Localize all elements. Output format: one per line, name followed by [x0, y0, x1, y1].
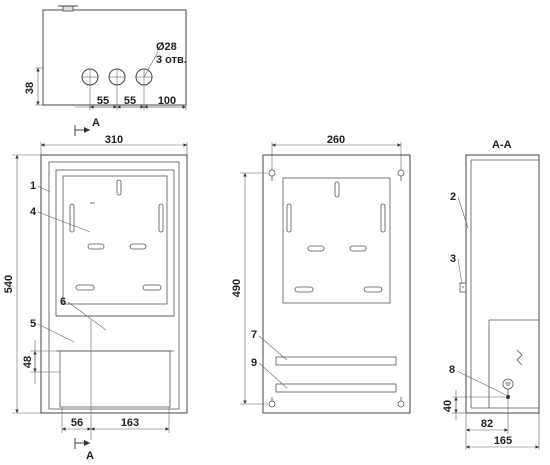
callout-7: 7	[251, 329, 257, 341]
callout-3: 3	[450, 253, 456, 265]
back-view: 260 490 7 9	[231, 134, 411, 414]
dim-165: 165	[494, 435, 512, 447]
section-body-outline	[465, 154, 540, 414]
dim-48: 48	[22, 356, 34, 368]
mounting-holes	[268, 169, 405, 408]
top-view-outline	[42, 9, 187, 106]
lower-window	[59, 350, 171, 408]
top-view: Ø28 3 отв. 38 55 55 100	[24, 5, 187, 110]
dim-100: 100	[158, 95, 176, 107]
hole-count-label: 3 отв.	[156, 54, 187, 66]
dim-56: 56	[71, 417, 83, 429]
hole-diameter-label: Ø28	[156, 41, 177, 53]
callout-6: 6	[60, 296, 66, 308]
section-mark-top: A	[92, 117, 100, 129]
dim-55-a: 55	[97, 95, 109, 107]
front-body-outline	[40, 154, 188, 414]
dim-260: 260	[327, 134, 345, 146]
back-body-outline	[262, 154, 411, 414]
dim-310: 310	[105, 134, 123, 146]
section-mark-bottom: A	[86, 450, 94, 462]
meter-panel	[62, 175, 168, 305]
callout-4: 4	[30, 206, 37, 218]
section-view: А-А 2 3 8 40 82	[442, 139, 540, 450]
dim-40: 40	[442, 400, 454, 412]
back-plate	[282, 177, 391, 304]
hole-leader	[143, 51, 159, 78]
dim-38: 38	[24, 82, 36, 94]
din-rail-7	[275, 356, 397, 366]
callout-9: 9	[251, 357, 257, 369]
dim-490: 490	[231, 279, 243, 297]
dim-163: 163	[121, 417, 139, 429]
front-view: A 310 540 48	[3, 117, 188, 462]
ground-terminal	[502, 378, 514, 390]
dim-82: 82	[481, 418, 493, 430]
callout-8: 8	[449, 364, 455, 376]
callout-1: 1	[30, 180, 36, 192]
dim-540: 540	[3, 275, 15, 293]
section-title: А-А	[492, 139, 512, 151]
meter-compartment	[55, 169, 175, 317]
callout-5: 5	[30, 318, 36, 330]
top-knob	[62, 5, 74, 12]
front-door-frame	[48, 161, 180, 410]
cable-holes	[81, 68, 153, 86]
callout-2: 2	[450, 191, 456, 203]
din-rail-9	[275, 383, 397, 393]
lock	[459, 282, 467, 293]
dim-55-b: 55	[124, 95, 136, 107]
